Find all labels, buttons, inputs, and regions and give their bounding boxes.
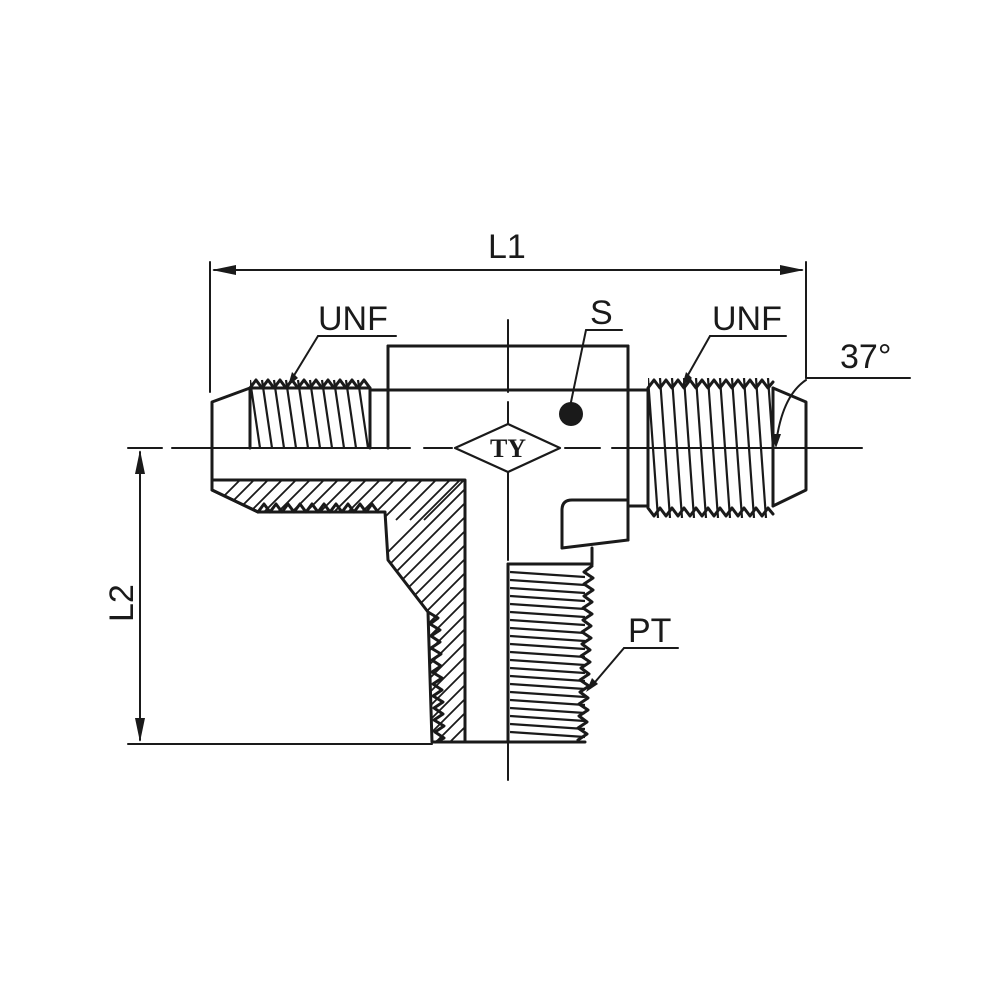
center-body [368,344,630,566]
unf-right-leader: UNF [682,300,787,386]
dimension-l2: L2 [103,447,433,745]
dimension-l1: L1 [209,228,807,393]
label-s: S [590,294,613,332]
angle-leader: 37° [771,338,911,448]
label-l2: L2 [103,584,141,622]
unf-left-leader: UNF [288,300,397,386]
label-l1: L1 [488,228,526,266]
pt-thread [463,562,595,744]
label-unf-left: UNF [318,300,388,338]
right-unf-flare [626,378,808,518]
pt-leader: PT [586,612,679,692]
ty-logo: TY [453,422,562,474]
logo-text: TY [490,434,526,463]
s-marker: S [559,294,623,426]
hex-size-dot [559,402,583,426]
label-unf-right: UNF [712,300,782,338]
section-hatching [210,478,467,744]
label-pt: PT [628,612,671,650]
label-angle: 37° [840,338,891,376]
left-unf-flare [210,378,372,514]
